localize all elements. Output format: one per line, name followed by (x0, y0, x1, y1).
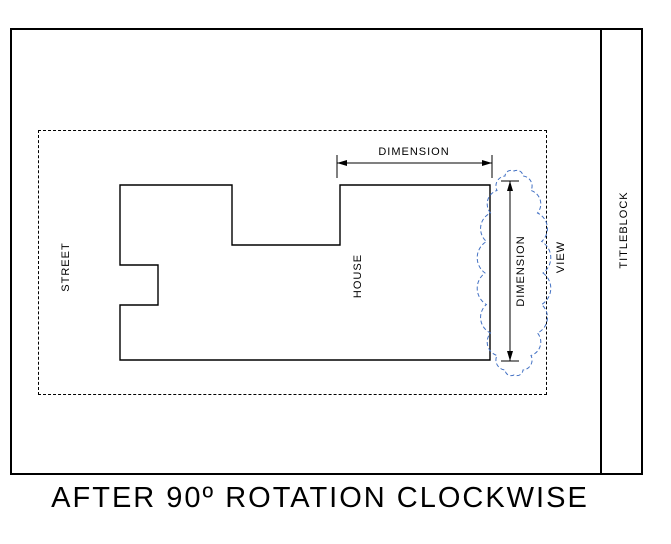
house-outline (119, 184, 491, 361)
drawing-title: AFTER 90º ROTATION CLOCKWISE (51, 482, 589, 514)
dim-top-arrow-left (337, 160, 347, 166)
plot-window-dashed-rect (38, 130, 547, 395)
dim-right-arrow-top (507, 181, 513, 191)
dimension-top-label: DIMENSION (378, 146, 450, 158)
dim-right-arrow-bottom (507, 351, 513, 361)
street-label: STREET (60, 242, 72, 292)
dimension-right-label: DIMENSION (515, 235, 527, 307)
titleblock-divider (600, 28, 602, 475)
revision-cloud (476, 169, 552, 377)
sheet-border (10, 28, 643, 475)
dim-top-arrow-right (482, 160, 492, 166)
house-label: HOUSE (352, 253, 364, 299)
view-label: VIEW (555, 240, 567, 274)
titleblock-label: TITLEBLOCK (618, 191, 630, 269)
